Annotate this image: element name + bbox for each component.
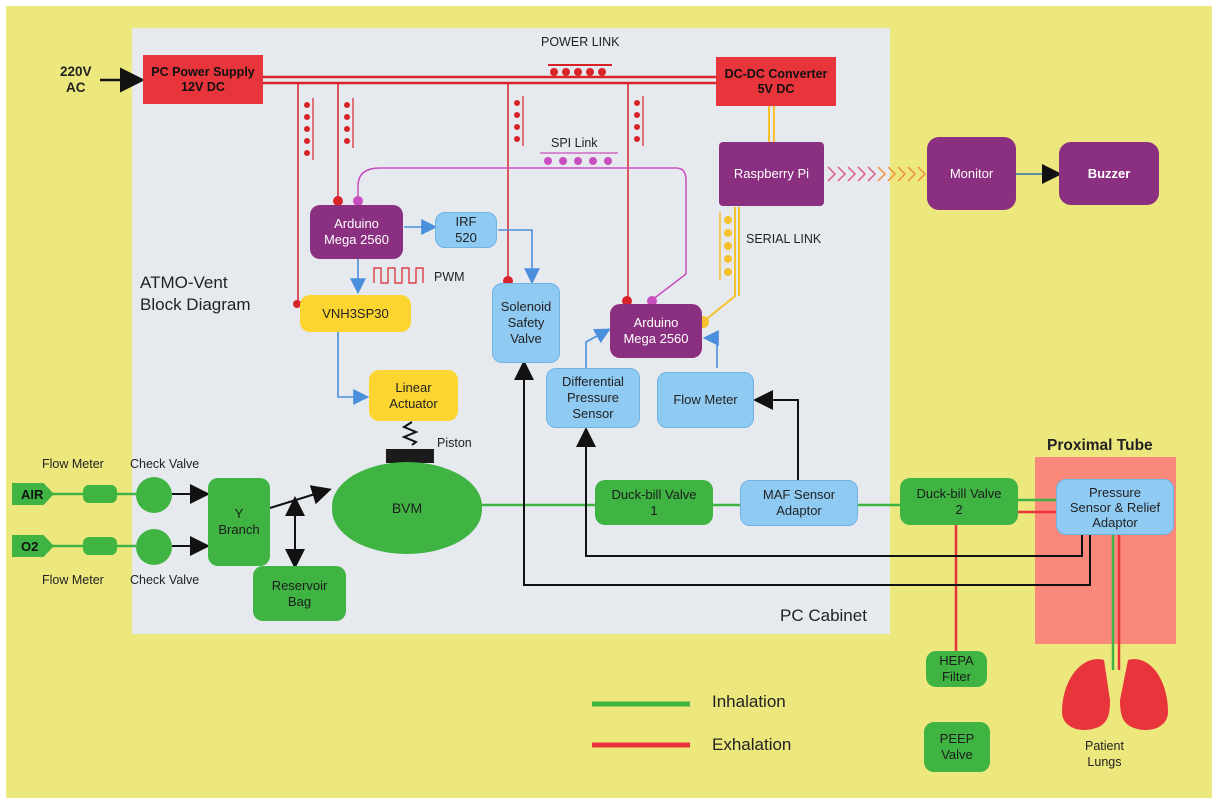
spi-link-label: SPI Link (551, 136, 598, 150)
reservoir-bag-block: Reservoir Bag (253, 566, 346, 621)
ac-input-label: 220V AC (60, 64, 92, 95)
arduino-mega-2-block: Arduino Mega 2560 (610, 304, 702, 358)
flow-meter-sensor-block: Flow Meter (657, 372, 754, 428)
vnh3sp30-block: VNH3SP30 (300, 295, 411, 332)
air-check-valve (136, 477, 172, 513)
legend-inhalation: Inhalation (712, 692, 786, 711)
o2-inlet: O2 (12, 535, 54, 557)
differential-pressure-sensor-block: Differential Pressure Sensor (546, 368, 640, 428)
irf520-block: IRF 520 (435, 212, 497, 248)
maf-sensor-block: MAF Sensor Adaptor (740, 480, 858, 526)
power-link-label: POWER LINK (541, 35, 620, 49)
duckbill-valve-2-block: Duck-bill Valve 2 (900, 478, 1018, 525)
buzzer-block: Buzzer (1059, 142, 1159, 205)
hepa-filter-block: HEPA Filter (926, 651, 987, 687)
o2-flow-meter (83, 537, 117, 555)
peep-valve-block: PEEP Valve (924, 722, 990, 772)
bvm-block: BVM (332, 462, 482, 554)
monitor-block: Monitor (927, 137, 1016, 210)
arduino-mega-1-block: Arduino Mega 2560 (310, 205, 403, 259)
raspberry-pi-block: Raspberry Pi (719, 142, 824, 206)
pwm-label: PWM (434, 270, 465, 284)
serial-link-label: SERIAL LINK (746, 232, 822, 246)
legend-exhalation: Exhalation (712, 735, 792, 754)
diagram-title: ATMO-Vent Block Diagram (140, 273, 251, 314)
flow-meter-label-bottom: Flow Meter (42, 573, 104, 587)
check-valve-label-top: Check Valve (130, 457, 200, 471)
air-flow-meter (83, 485, 117, 503)
proximal-tube-label: Proximal Tube (1047, 437, 1153, 454)
solenoid-valve-block: Solenoid Safety Valve (492, 283, 560, 363)
y-branch-block: Y Branch (208, 478, 270, 566)
linear-actuator-block: Linear Actuator (369, 370, 458, 421)
check-valve-label-bottom: Check Valve (130, 573, 200, 587)
o2-check-valve (136, 529, 172, 565)
power-supply-block: PC Power Supply 12V DC (143, 55, 263, 104)
dcdc-converter-block: DC-DC Converter 5V DC (716, 57, 836, 106)
duckbill-valve-1-block: Duck-bill Valve 1 (595, 480, 713, 525)
air-inlet: AIR (12, 483, 54, 505)
pressure-relief-adaptor-block: Pressure Sensor & Relief Adaptor (1056, 479, 1174, 535)
piston-label: Piston (437, 436, 472, 450)
pc-cabinet-label: PC Cabinet (780, 606, 867, 625)
patient-lungs-label: Patient Lungs (1085, 739, 1124, 769)
flow-meter-label-top: Flow Meter (42, 457, 104, 471)
